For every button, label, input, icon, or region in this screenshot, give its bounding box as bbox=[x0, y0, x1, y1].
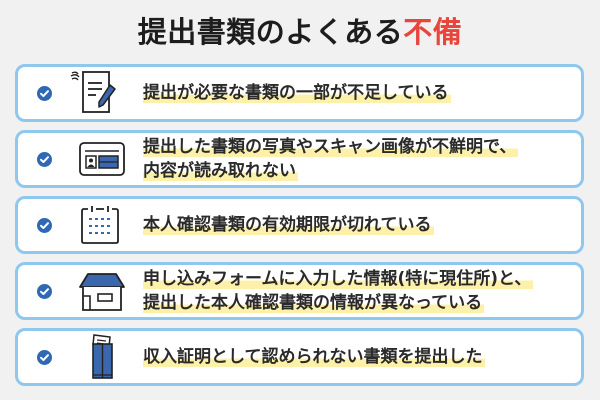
item-text: 本人確認書類の有効期限が切れている bbox=[143, 213, 571, 237]
check-circle-icon bbox=[37, 283, 52, 299]
page-title: 提出書類のよくある不備 bbox=[0, 14, 600, 50]
item-text-line: 収入証明として認められない書類を提出した bbox=[143, 347, 485, 367]
title-main: 提出書類のよくある bbox=[137, 15, 404, 49]
check-circle-icon bbox=[37, 349, 52, 365]
envelope-documents-icon bbox=[66, 333, 126, 381]
item-text: 提出が必要な書類の一部が不足している bbox=[143, 81, 571, 105]
checklist-item-expired-id: 本人確認書類の有効期限が切れている bbox=[15, 196, 584, 254]
item-text-line: 本人確認書類の有効期限が切れている bbox=[143, 215, 434, 235]
item-text: 申し込みフォームに入力した情報(特に現住所)と、 提出した本人確認書類の情報が異… bbox=[143, 267, 571, 315]
item-text-line: 提出が必要な書類の一部が不足している bbox=[143, 83, 451, 103]
checklist-item-invalid-income-proof: 収入証明として認められない書類を提出した bbox=[15, 328, 584, 386]
title-accent: 不備 bbox=[403, 15, 463, 49]
item-text: 提出した書類の写真やスキャン画像が不鮮明で、 内容が読み取れない bbox=[143, 135, 571, 183]
check-circle-icon bbox=[37, 151, 52, 167]
item-text-line: 内容が読み取れない bbox=[143, 161, 298, 181]
checklist-item-missing-documents: 提出が必要な書類の一部が不足している bbox=[15, 64, 584, 122]
calendar-icon bbox=[66, 201, 126, 249]
house-icon bbox=[66, 267, 126, 315]
check-circle-icon bbox=[37, 217, 52, 233]
id-card-icon bbox=[66, 135, 126, 183]
checklist-item-unclear-image: 提出した書類の写真やスキャン画像が不鮮明で、 内容が読み取れない bbox=[15, 130, 584, 188]
item-text: 収入証明として認められない書類を提出した bbox=[143, 345, 571, 369]
checklist-item-address-mismatch: 申し込みフォームに入力した情報(特に現住所)と、 提出した本人確認書類の情報が異… bbox=[15, 262, 584, 320]
check-circle-icon bbox=[37, 85, 52, 101]
item-text-line: 申し込みフォームに入力した情報(特に現住所)と、 bbox=[143, 269, 534, 289]
document-pen-icon bbox=[66, 69, 126, 117]
item-text-line: 提出した本人確認書類の情報が異なっている bbox=[143, 293, 485, 313]
item-text-line: 提出した書類の写真やスキャン画像が不鮮明で、 bbox=[143, 137, 519, 157]
